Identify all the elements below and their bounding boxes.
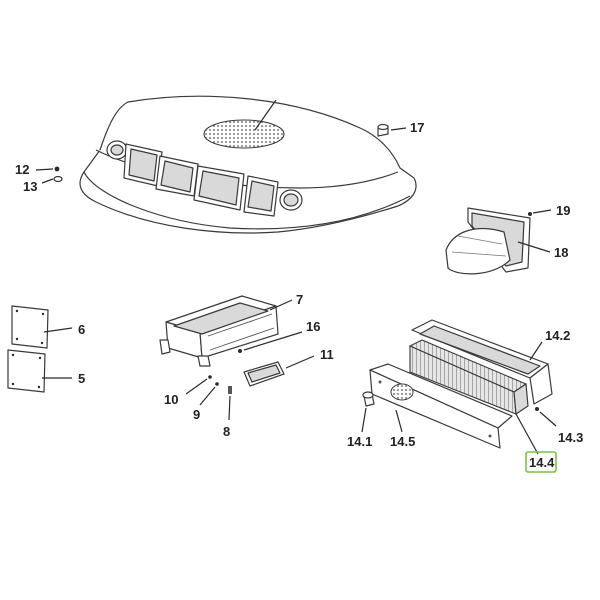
- part-18-intake-hood: [445, 207, 531, 275]
- callout-14-2: 14.2: [545, 328, 570, 343]
- callout-14-5: 14.5: [390, 434, 415, 449]
- roof-shroud: [79, 95, 417, 234]
- part-14-2-filter-housing: [411, 319, 553, 405]
- part-14-3-screw: [535, 407, 539, 411]
- part-6-plate: [11, 305, 49, 349]
- callout-13: 13: [23, 179, 37, 194]
- cover-mesh-grille: [390, 383, 414, 401]
- callout-14-3: 14.3: [558, 430, 583, 445]
- callout-18: 18: [554, 245, 568, 260]
- part-14-5-filter-cover: [369, 363, 513, 449]
- callout-19: 19: [556, 203, 570, 218]
- callout-7: 7: [296, 292, 303, 307]
- callout-5: 5: [78, 371, 85, 386]
- part-12-screw: [54, 166, 60, 172]
- highlight-box-14-4: [525, 451, 557, 473]
- callout-16: 16: [306, 319, 320, 334]
- vent-mesh-grille: [203, 119, 285, 149]
- part-10-screw: [208, 375, 212, 379]
- part-13-washer: [53, 175, 63, 183]
- part-14-1-knob: [362, 391, 375, 407]
- callout-11: 11: [320, 347, 334, 362]
- part-9-screw: [215, 382, 219, 386]
- part-14-4-pleated-filter: [408, 339, 529, 415]
- callout-9: 9: [193, 407, 200, 422]
- part-7-bracket-frame: [159, 295, 279, 367]
- callout-8: 8: [223, 424, 230, 439]
- part-17-knob: [377, 123, 389, 137]
- callout-17: 17: [410, 120, 424, 135]
- callout-6: 6: [78, 322, 85, 337]
- part-16-pin: [238, 349, 242, 353]
- callout-12: 12: [15, 162, 29, 177]
- part-5-plate: [7, 349, 46, 393]
- part-11-cover-plate: [243, 361, 285, 387]
- part-19-screw: [528, 212, 532, 216]
- callout-14-4: 14.4: [529, 455, 555, 470]
- part-8-screw: [228, 386, 232, 394]
- callout-10: 10: [164, 392, 178, 407]
- callout-14-1: 14.1: [347, 434, 372, 449]
